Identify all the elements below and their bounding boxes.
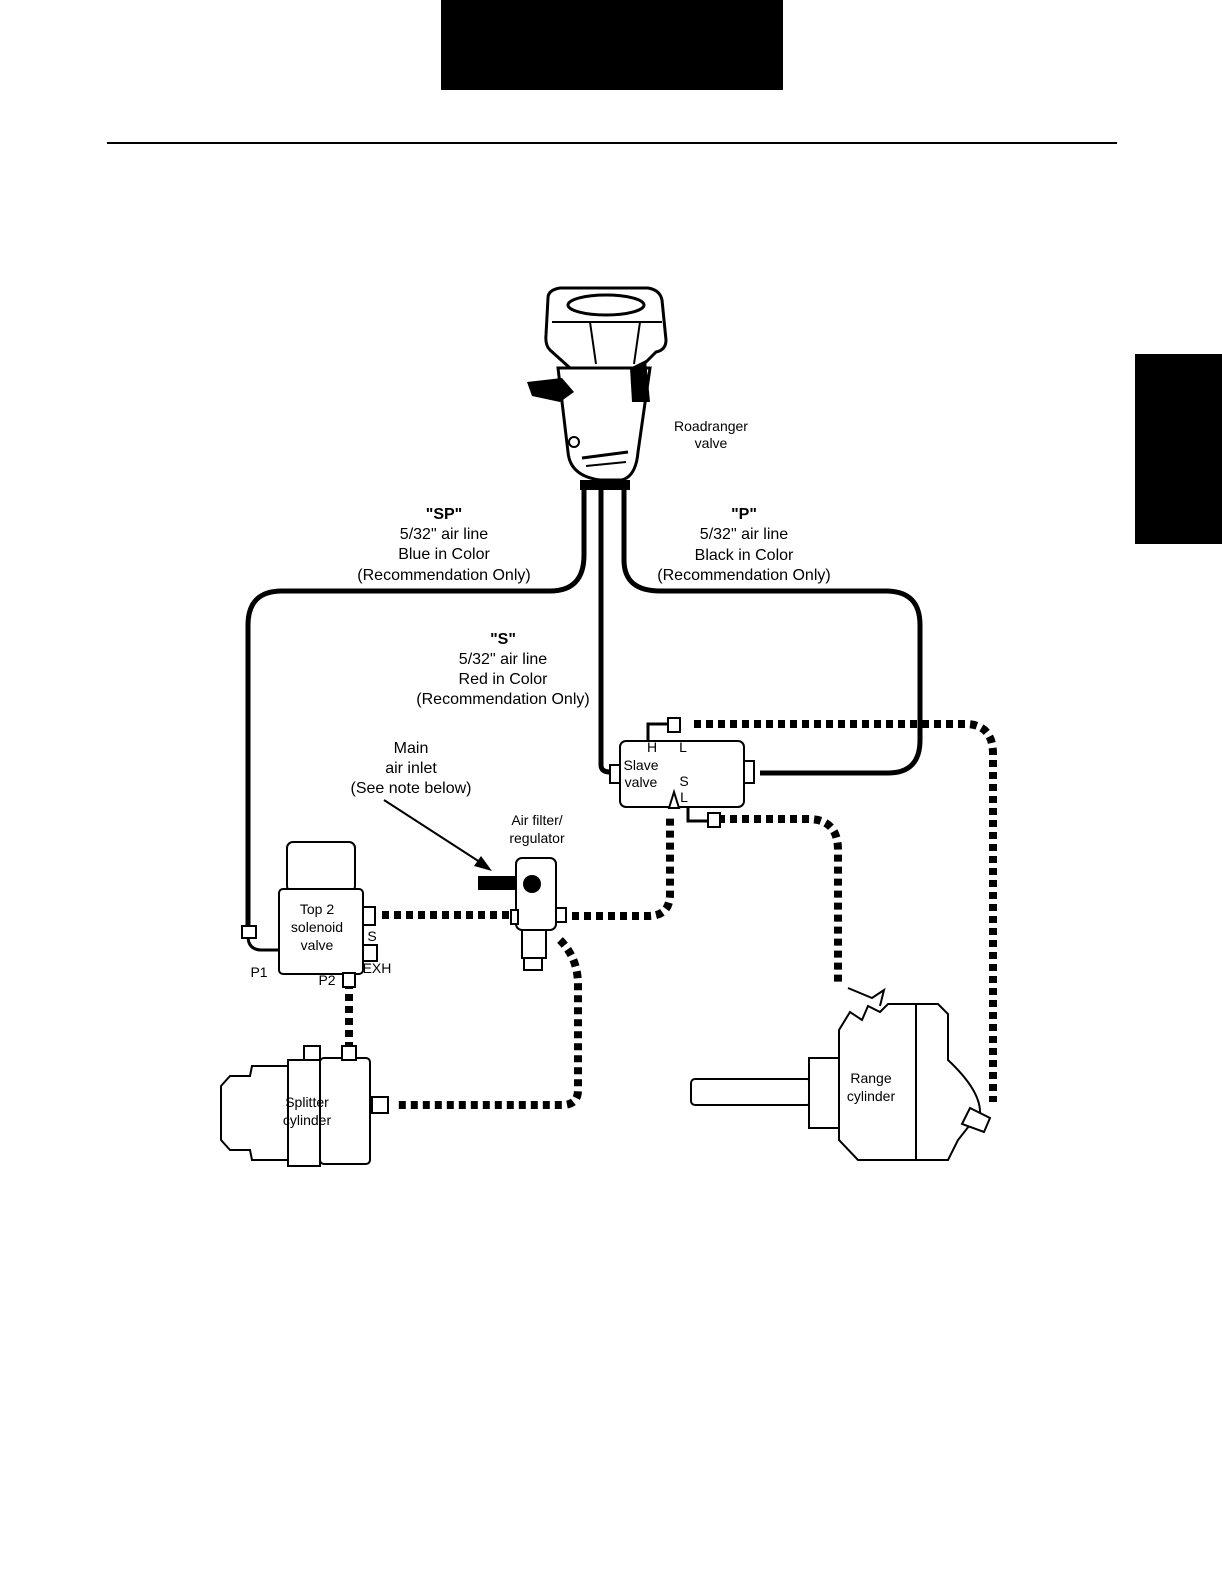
s-line-code: "S" <box>490 631 516 648</box>
sp-line-label: "SP" 5/32" air line Blue in Color (Recom… <box>357 506 530 584</box>
splitter-label: Splitter cylinder <box>283 1094 332 1128</box>
p-line-label: "P" 5/32" air line Black in Color (Recom… <box>657 506 830 584</box>
p-line-note: (Recommendation Only) <box>657 567 830 584</box>
p-air-line <box>621 488 923 776</box>
slave-valve-icon <box>609 717 755 828</box>
solenoid-port-s: S <box>367 928 376 944</box>
slave-port-h: H <box>647 739 657 755</box>
range-label: Range cylinder <box>847 1070 896 1104</box>
air-lines-solid <box>245 488 923 928</box>
main-inlet-arrow <box>383 799 492 871</box>
s-line-color: Red in Color <box>459 671 549 688</box>
range-line1: Range <box>850 1070 891 1086</box>
s-line-size: 5/32" air line <box>459 651 548 668</box>
sp-line-note: (Recommendation Only) <box>357 567 530 584</box>
solenoid-label: Top 2 solenoid valve S EXH P1 P2 <box>250 901 391 988</box>
slave-valve-label: Slave valve H L S L <box>623 739 688 805</box>
main-inlet-line3: (See note below) <box>351 780 472 797</box>
filter-label-line2: regulator <box>509 830 565 846</box>
sp-line-size: 5/32" air line <box>400 526 489 543</box>
main-inlet-label: Main air inlet (See note below) <box>351 740 472 797</box>
range-cylinder-icon <box>690 987 992 1161</box>
header-rule <box>107 142 1117 144</box>
solenoid-line2: solenoid <box>291 919 343 935</box>
header-black-block <box>441 0 783 90</box>
slave-valve-line1: Slave <box>623 757 658 773</box>
p-line-color: Black in Color <box>695 547 794 564</box>
slave-port-l-top: L <box>679 739 687 755</box>
splitter-line1: Splitter <box>285 1094 329 1110</box>
solenoid-port-p2: P2 <box>318 972 335 988</box>
line-slave-range-low <box>718 815 842 985</box>
p-line-code: "P" <box>731 506 757 523</box>
supply-line-filter-splitter <box>398 937 582 1109</box>
roadranger-label-line1: Roadranger <box>674 418 748 434</box>
splitter-cylinder-icon <box>220 1045 389 1167</box>
roadranger-valve-icon <box>527 286 668 490</box>
slave-port-l-bottom: L <box>680 789 688 805</box>
solenoid-port-p1: P1 <box>250 964 267 980</box>
roadranger-label: Roadranger valve <box>674 418 748 451</box>
solenoid-line1: Top 2 <box>300 901 334 917</box>
p-line-size: 5/32" air line <box>700 526 789 543</box>
solenoid-valve-icon <box>241 841 378 988</box>
air-lines-dashed <box>345 720 997 1109</box>
splitter-line2: cylinder <box>283 1112 332 1128</box>
slave-port-s: S <box>679 773 688 789</box>
s-air-line <box>598 488 611 775</box>
air-filter-regulator-icon <box>478 857 567 971</box>
sp-line-code: "SP" <box>426 506 463 523</box>
section-side-tab <box>1135 354 1222 544</box>
s-line-label: "S" 5/32" air line Red in Color (Recomme… <box>416 631 589 708</box>
filter-label-line1: Air filter/ <box>511 812 562 828</box>
sp-air-line <box>245 488 587 928</box>
line-slave-range-high <box>694 720 997 1102</box>
solenoid-port-exh: EXH <box>363 960 392 976</box>
filter-label: Air filter/ regulator <box>509 812 565 846</box>
sp-line-color: Blue in Color <box>398 546 490 563</box>
range-line2: cylinder <box>847 1088 896 1104</box>
slave-valve-line2: valve <box>625 774 658 790</box>
s-line-note: (Recommendation Only) <box>416 691 589 708</box>
supply-line-filter-slave <box>560 818 674 920</box>
main-inlet-line1: Main <box>394 740 429 757</box>
main-inlet-line2: air inlet <box>385 760 437 777</box>
roadranger-label-line2: valve <box>695 435 728 451</box>
solenoid-line3: valve <box>301 937 334 953</box>
